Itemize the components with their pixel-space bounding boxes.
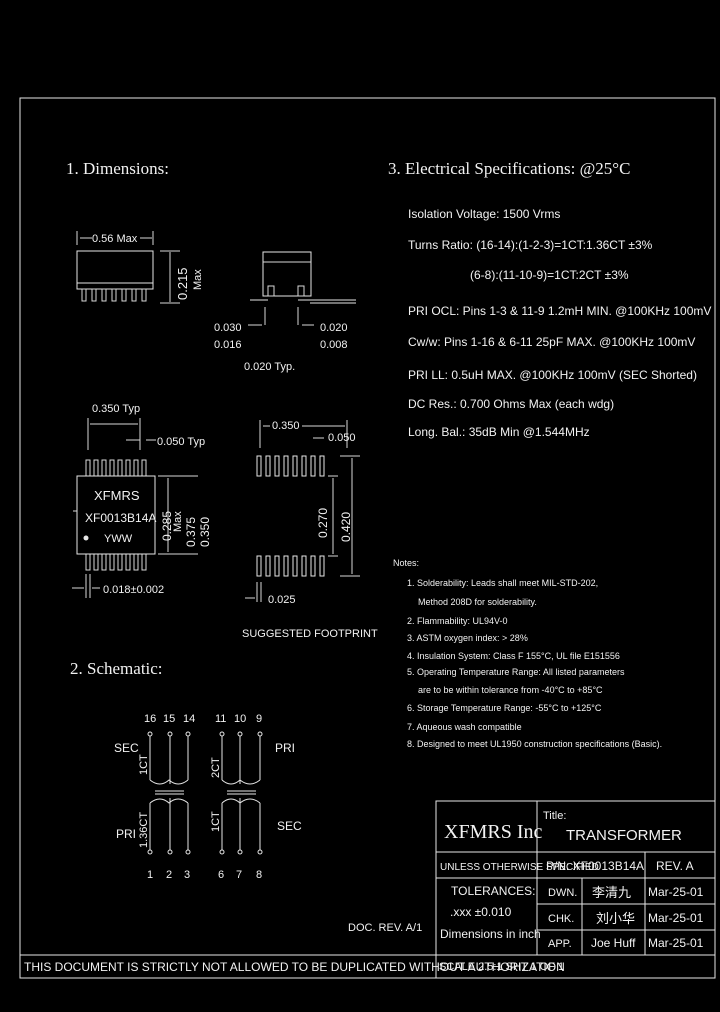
schematic-diagram: 16 15 14 11 10 9 SEC PRI PRI SEC — [114, 713, 302, 881]
tb-pn: P/N: XF0013B14A — [546, 859, 644, 873]
pin-9: 9 — [256, 713, 262, 725]
dim-span-2: 0.350 — [198, 517, 212, 547]
pin-11: 11 — [215, 713, 226, 725]
note-3: 3. ASTM oxygen index: > 28% — [407, 633, 528, 643]
tb-date-1: Mar-25-01 — [648, 885, 704, 899]
dim-height-max: 0.215 — [175, 267, 190, 300]
ratio-right-bottom: 1CT — [210, 811, 222, 832]
pin-10: 10 — [234, 713, 246, 725]
tb-doc-rev: DOC. REV. A/1 — [348, 922, 422, 934]
dim-lead-t-1: 0.020 — [320, 322, 348, 334]
spec-isolation: Isolation Voltage: 1500 Vrms — [408, 207, 560, 221]
pin-6: 6 — [218, 869, 224, 881]
pin-8: 8 — [256, 869, 262, 881]
heading-dimensions: 1. Dimensions: — [66, 159, 169, 178]
dim-body-w: 0.285 — [160, 511, 174, 541]
dim-lead-w-1: 0.030 — [214, 322, 242, 334]
ratio-left-top: 1CT — [138, 754, 150, 775]
fp-inner: 0.270 — [316, 508, 330, 538]
note-4: 4. Insulation System: Class F 155°C, UL … — [407, 651, 620, 661]
ratio-left-bottom: 1.36CT — [138, 812, 150, 848]
sheet-border — [19, 97, 716, 979]
end-view: 0.030 0.016 0.020 0.008 0.020 Typ. — [214, 251, 356, 373]
label-pri-left: PRI — [116, 827, 136, 841]
note-6: 6. Storage Temperature Range: -55°C to +… — [407, 703, 602, 713]
footprint: 0.350 0.050 0.270 0.420 0.025 SUGGESTED … — [242, 420, 378, 640]
notes-title: Notes: — [393, 558, 419, 568]
tb-date-3: Mar-25-01 — [648, 936, 704, 950]
tb-dwn: DWN. — [548, 887, 577, 899]
fp-pitch: 0.050 — [328, 432, 356, 444]
tb-tol-value: .xxx ±0.010 — [450, 905, 512, 919]
pin-15: 15 — [163, 713, 175, 725]
spec-turns-ratio-2: (6-8):(11-10-9)=1CT:2CT ±3% — [470, 268, 629, 282]
dim-span-1: 0.375 — [184, 517, 198, 547]
spec-pri-ll: PRI LL: 0.5uH MAX. @100KHz 100mV (SEC Sh… — [408, 368, 697, 382]
marking-line-3: YWW — [104, 533, 133, 545]
heading-electrical: 3. Electrical Specifications: @25°C — [388, 159, 630, 178]
label-sec-right: SEC — [277, 819, 302, 833]
note-7: 7. Aqueous wash compatible — [407, 722, 522, 732]
fp-width: 0.350 — [272, 420, 300, 432]
note-8: 8. Designed to meet UL1950 construction … — [407, 739, 662, 749]
ratio-right-top: 2CT — [210, 757, 222, 778]
spec-cww: Cw/w: Pins 1-16 & 6-11 25pF MAX. @100KHz… — [408, 335, 695, 349]
spec-turns-ratio: Turns Ratio: (16-14):(1-2-3)=1CT:1.36CT … — [408, 238, 653, 252]
tb-date-2: Mar-25-01 — [648, 911, 704, 925]
notes: Notes: 1. Solderability: Leads shall mee… — [393, 558, 662, 749]
tb-scale: SCALE 2.5:1 SHT 1 OF 1 — [439, 961, 564, 973]
marking-line-1: XFMRS — [94, 488, 140, 503]
dim-lead-tol: 0.018±0.002 — [103, 584, 164, 596]
pin-3: 3 — [184, 869, 190, 881]
pin-7: 7 — [236, 869, 242, 881]
dim-pin-pitch: 0.050 Typ — [157, 436, 205, 448]
dim-lead-w-2: 0.016 — [214, 339, 242, 351]
dim-height-max-unit: Max — [192, 269, 204, 290]
tb-tolerances: TOLERANCES: — [451, 884, 535, 898]
heading-schematic: 2. Schematic: — [70, 659, 163, 678]
spec-long-bal: Long. Bal.: 35dB Min @1.544MHz — [408, 425, 590, 439]
electrical-specs: Isolation Voltage: 1500 Vrms Turns Ratio… — [408, 207, 711, 439]
top-view: 0.350 Typ 0.050 Typ XFMRS XF0013B14A YWW… — [72, 403, 212, 598]
tb-unless: UNLESS OTHERWISE SPECIFIED — [440, 862, 599, 873]
tb-title-label: Title: — [543, 810, 566, 822]
tb-company: XFMRS Inc — [444, 821, 542, 843]
dim-body-w-unit: Max — [172, 511, 184, 532]
note-2: 2. Flammability: UL94V-0 — [407, 616, 508, 626]
fp-outer: 0.420 — [339, 512, 353, 542]
pin-16: 16 — [144, 713, 156, 725]
fp-caption: SUGGESTED FOOTPRINT — [242, 628, 378, 640]
title-block: XFMRS Inc Title: TRANSFORMER UNLESS OTHE… — [348, 800, 716, 973]
label-pri-right: PRI — [275, 741, 295, 755]
tb-appr: APP. — [548, 938, 572, 950]
pin-1: 1 — [147, 869, 153, 881]
dim-lead-pitch: 0.020 Typ. — [244, 361, 295, 373]
pin1-dot-icon — [83, 535, 89, 541]
dim-width-max: 0.56 Max — [92, 233, 138, 245]
note-1: 1. Solderability: Leads shall meet MIL-S… — [407, 578, 598, 588]
spec-pri-ocl: PRI OCL: Pins 1-3 & 11-9 1.2mH MIN. @100… — [408, 304, 711, 318]
side-view: 0.56 Max 0.215 Max — [76, 231, 204, 304]
footer-notice: THIS DOCUMENT IS STRICTLY NOT ALLOWED TO… — [24, 960, 565, 974]
pin-2: 2 — [166, 869, 172, 881]
marking-line-2: XF0013B14A — [85, 511, 156, 525]
tb-chk: CHK. — [548, 913, 574, 925]
fp-pad: 0.025 — [268, 594, 296, 606]
tb-dims-in: Dimensions in inch — [440, 927, 541, 941]
dim-row-spacing: 0.350 Typ — [92, 403, 140, 415]
dim-lead-t-2: 0.008 — [320, 339, 348, 351]
note-5b: are to be within tolerance from -40°C to… — [418, 685, 603, 695]
tb-chk-name: 刘小华 — [596, 911, 635, 926]
tb-appr-name: Joe Huff — [591, 936, 636, 950]
spec-dc-res: DC Res.: 0.700 Ohms Max (each wdg) — [408, 397, 614, 411]
tb-title: TRANSFORMER — [566, 827, 682, 844]
pin-14: 14 — [183, 713, 195, 725]
tb-rev: REV. A — [656, 859, 694, 873]
label-sec-left: SEC — [114, 741, 139, 755]
tb-dwn-name: 李清九 — [592, 885, 631, 900]
note-1b: Method 208D for solderability. — [418, 597, 537, 607]
note-5: 5. Operating Temperature Range: All list… — [407, 667, 625, 677]
